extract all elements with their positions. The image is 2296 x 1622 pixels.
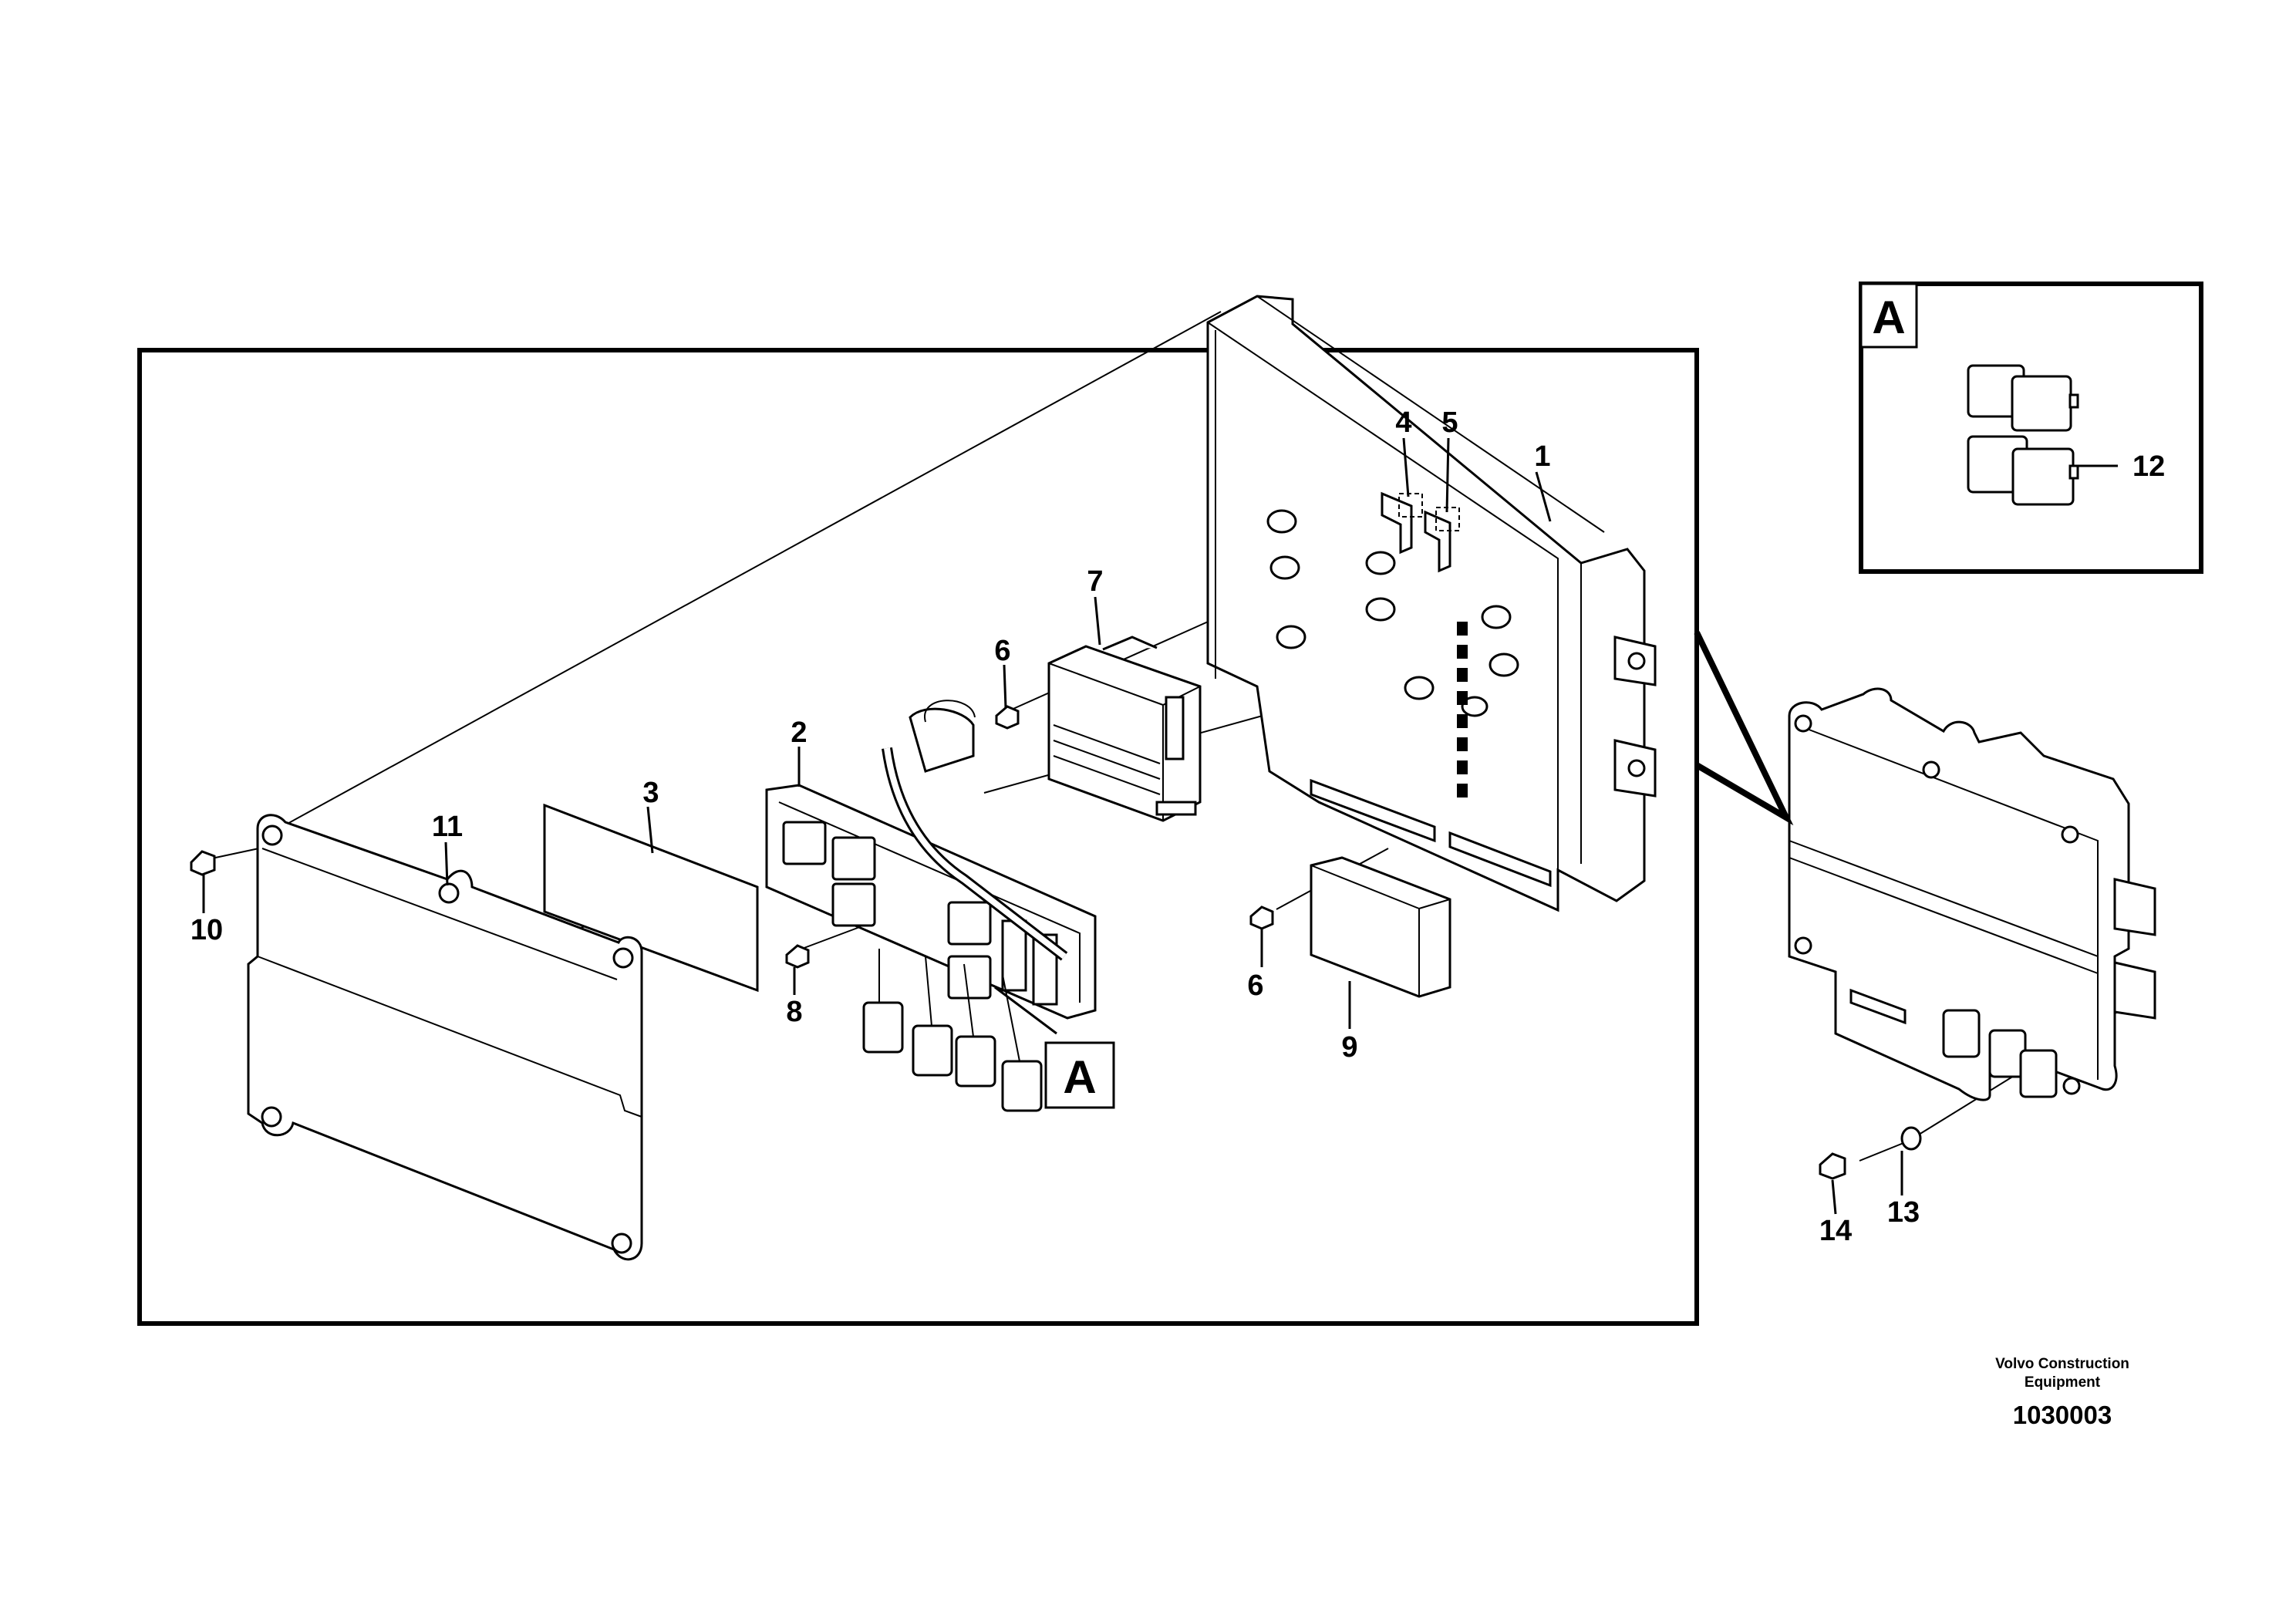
callout-10: 10	[190, 914, 223, 946]
harness-connectors	[862, 949, 1043, 1112]
svg-text:A: A	[1063, 1051, 1096, 1103]
callout-4: 4	[1395, 406, 1411, 439]
credit-line-2: Equipment	[2025, 1374, 2101, 1391]
small-module	[1310, 856, 1451, 998]
callout-3: 3	[642, 777, 659, 809]
credit-line-1: Volvo Construction	[1995, 1356, 2129, 1372]
callout-12: 12	[2132, 450, 2165, 483]
main-frame	[137, 348, 1699, 1326]
callout-6-lower: 6	[1247, 969, 1263, 1002]
callout-5: 5	[1441, 406, 1458, 439]
detail-box-marker: A	[1872, 292, 1905, 343]
cover-plate	[247, 814, 643, 1261]
callout-8: 8	[786, 996, 802, 1028]
callout-14: 14	[1819, 1215, 1852, 1247]
detail-marker-a: A	[1044, 1041, 1115, 1109]
callout-7: 7	[1087, 565, 1103, 598]
drawing-number: 1030003	[2013, 1401, 2112, 1429]
control-module	[1047, 636, 1202, 822]
callout-11: 11	[432, 811, 463, 843]
relay-cluster	[1967, 364, 2079, 506]
fasteners	[190, 705, 1922, 1180]
callout-6-upper: 6	[994, 635, 1010, 667]
relay-holder	[765, 700, 1097, 1112]
callout-2: 2	[791, 717, 807, 749]
callout-1: 1	[1534, 440, 1550, 473]
callout-leaders	[202, 437, 1903, 1215]
label-sheet	[543, 803, 759, 993]
assembled-box	[1788, 687, 2156, 1101]
assembly-arrow	[1694, 631, 1794, 826]
box-studs	[1266, 509, 1519, 717]
callout-9: 9	[1341, 1031, 1357, 1064]
electrical-box-open	[1206, 295, 1657, 912]
detail-box-a: A 12	[1859, 282, 2203, 574]
callout-13: 13	[1887, 1196, 1920, 1229]
